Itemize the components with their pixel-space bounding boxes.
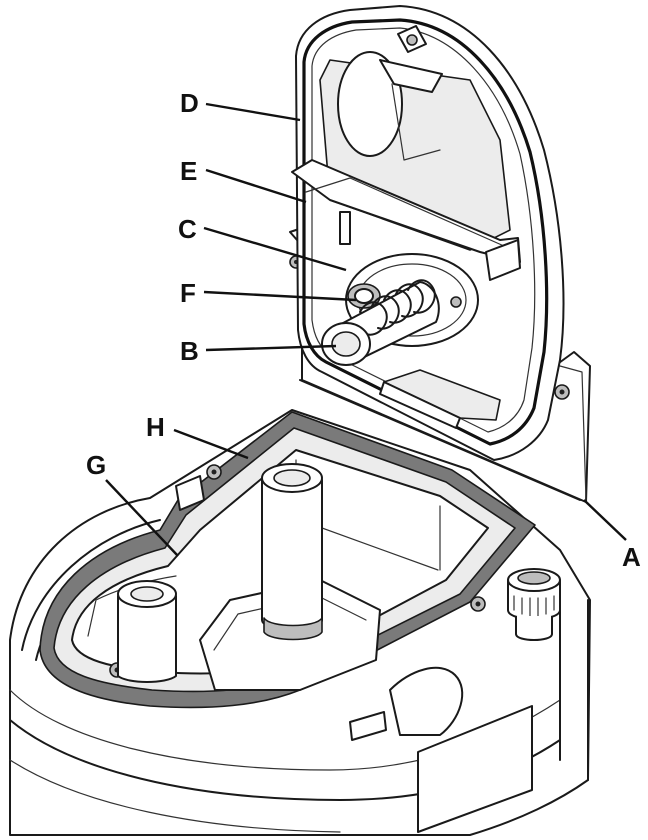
callout-labels: D E C F B H G A bbox=[86, 88, 641, 572]
callout-label-d: D bbox=[180, 88, 199, 118]
chamber-lid bbox=[289, 5, 591, 503]
callout-label-e: E bbox=[180, 156, 197, 186]
chamber-basin bbox=[39, 411, 561, 709]
left-column bbox=[117, 595, 177, 683]
callout-label-f: F bbox=[180, 278, 196, 308]
pressure-knob bbox=[507, 568, 561, 641]
callout-label-h: H bbox=[146, 412, 165, 442]
callout-label-g: G bbox=[86, 450, 106, 480]
callout-label-c: C bbox=[178, 214, 197, 244]
callout-label-b: B bbox=[180, 336, 199, 366]
callout-label-a: A bbox=[622, 542, 641, 572]
callout-leaders bbox=[105, 102, 627, 557]
center-column bbox=[261, 479, 323, 630]
